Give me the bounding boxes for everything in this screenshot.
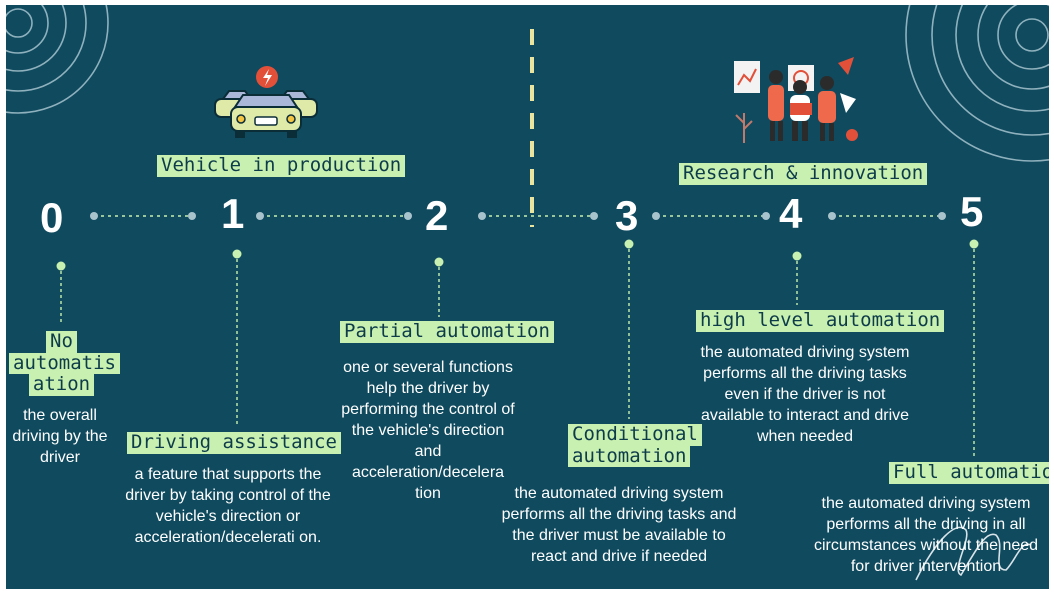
level-2-description: one or several functions help the driver… — [341, 359, 515, 502]
section-label-production: Vehicle in production — [157, 154, 406, 177]
timeline-dot-end-2 — [404, 212, 412, 220]
level-0-title-line-3: ation — [28, 374, 95, 396]
level-3-title: Conditional automation — [568, 423, 702, 468]
level-0-number: 0 — [40, 194, 64, 241]
level-2-stem-dot — [434, 257, 444, 267]
level-0-title: No automatis ation — [9, 330, 120, 396]
level-3-title-line-2: automation — [568, 445, 691, 468]
timeline-dot-end-4 — [762, 212, 770, 220]
timeline — [56, 212, 979, 457]
level-5-description: the automated driving system performs al… — [813, 495, 1039, 575]
level-1-number: 1 — [221, 190, 245, 237]
timeline-dot-start-3 — [478, 212, 486, 220]
level-1-description: a feature that supports the driver by ta… — [125, 466, 331, 546]
automation-levels-diagram: Vehicle in production Research & innovat… — [6, 5, 1049, 589]
timeline-dot-start-4 — [652, 212, 660, 220]
level-4-title: high level automation — [696, 309, 945, 332]
level-3-title-line-1: Conditional — [568, 423, 702, 446]
level-2-title: Partial automation — [340, 320, 554, 343]
timeline-dot-start-5 — [828, 212, 836, 220]
level-3-description: the automated driving system performs al… — [501, 485, 737, 565]
level-0-description: the overall driving by the driver — [12, 407, 108, 466]
level-4-description: the automated driving system performs al… — [700, 344, 910, 445]
level-2-number: 2 — [425, 192, 449, 239]
level-5-number: 5 — [960, 188, 984, 235]
level-5-title: Full automation — [889, 461, 1049, 484]
timeline-dot-start-1 — [90, 212, 98, 220]
cars-charging-icon — [214, 66, 318, 138]
level-5-stem-dot — [969, 239, 979, 249]
timeline-dot-start-2 — [256, 212, 264, 220]
research-team-illustration — [734, 57, 858, 143]
section-label-research: Research & innovation — [679, 162, 928, 185]
level-1-title: Driving assistance — [127, 431, 341, 454]
level-0-stem-dot — [56, 261, 66, 271]
level-0-title-line-2: automatis — [9, 352, 120, 375]
timeline-dot-end-5 — [938, 212, 946, 220]
level-4-stem-dot — [792, 251, 802, 261]
level-0-title-line-1: No — [46, 330, 77, 353]
level-3-number: 3 — [615, 192, 639, 239]
timeline-dot-end-3 — [590, 212, 598, 220]
divider-dashed-line — [530, 29, 534, 227]
level-1-stem-dot — [232, 249, 242, 259]
level-4-number: 4 — [779, 190, 803, 237]
level-3-stem-dot — [624, 239, 634, 249]
timeline-dot-end-1 — [188, 212, 196, 220]
